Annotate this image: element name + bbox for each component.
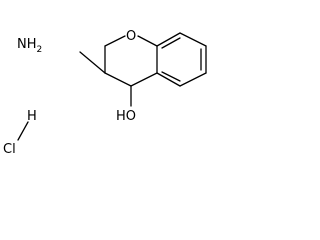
ring-oxygen-label: O [126,29,136,44]
salt-chlorine-label: Cl [3,142,16,155]
bond-o1-c2 [104,35,126,47]
bond-c3-c4 [104,72,132,87]
amine-label-letters: NH [17,37,37,52]
bond-c4-c4a [130,72,158,87]
bond-h-cl [17,121,29,141]
double-bond-c4a-c5 [161,71,181,82]
amine-label-subscript: 2 [37,45,43,55]
salt-hydrogen-label: H [27,109,37,124]
benzene-ring [156,32,207,87]
double-bond-c8-c8a [161,37,181,49]
amine-label: NH2 [17,37,42,55]
bond-c7-c8 [179,32,207,47]
bond-c8a-o1 [137,35,158,47]
bond-c4a-c5 [156,72,181,87]
bond-c5-c6 [179,72,207,87]
pyran-ring [104,35,158,87]
chemical-structure-diagram: O NH2 HO H Cl [3,29,207,155]
hydroxyl-label: HO [116,109,136,124]
bond-c3-n [79,51,106,74]
bond-c8-c8a [156,32,181,47]
